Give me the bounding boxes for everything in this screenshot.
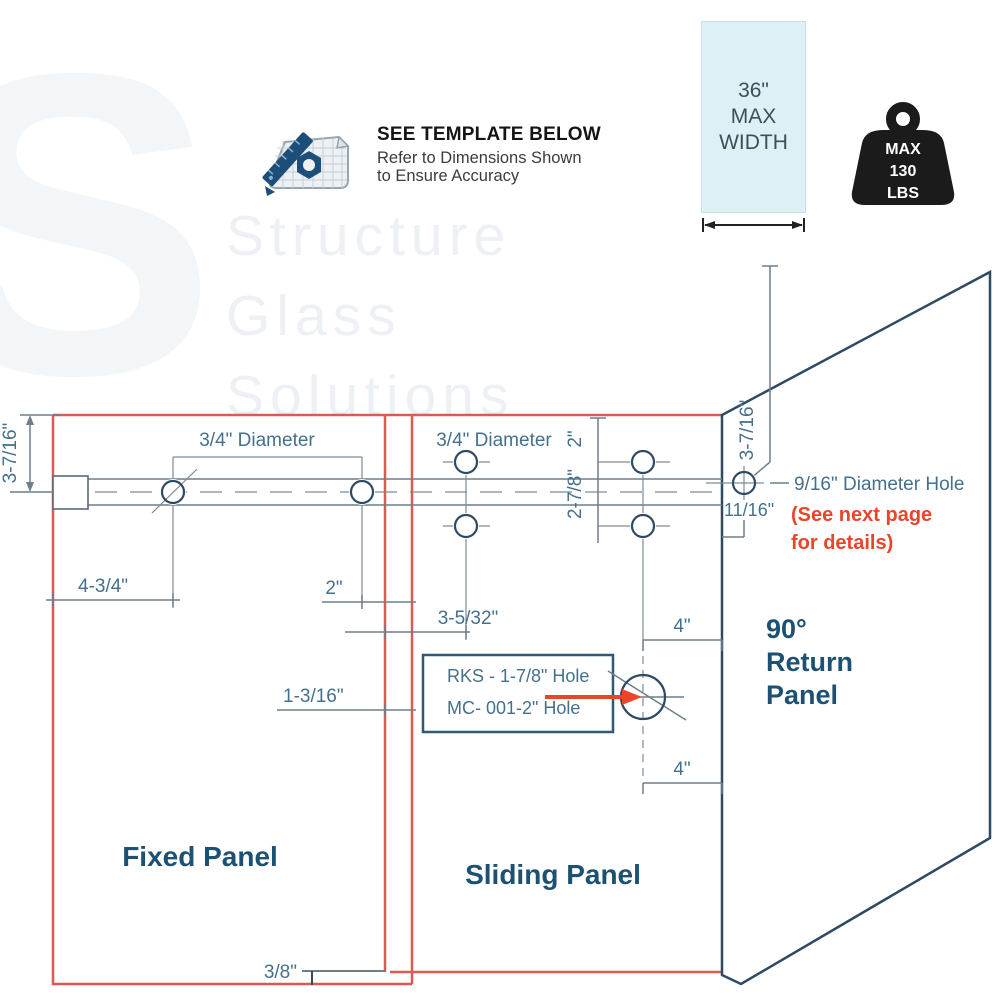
watermark-line1: Structure bbox=[226, 204, 512, 268]
sliding-hole-diameter-label: 3/4" Diameter bbox=[436, 430, 552, 451]
handle-hole-callout: RKS - 1-7/8" Hole MC- 001-2" Hole bbox=[421, 642, 687, 781]
dim-left-top-offset: 3-7/16" bbox=[0, 414, 60, 493]
pointer-arrow-icon bbox=[545, 689, 642, 705]
sliding-panel-outline bbox=[390, 415, 722, 984]
template-ruler-icon bbox=[262, 132, 350, 196]
dim-bottom-offset-label: 3/8" bbox=[264, 962, 297, 983]
dim-panel-overlap: 1-3/16" bbox=[277, 686, 416, 717]
fixed-panel-label: Fixed Panel bbox=[122, 841, 278, 872]
header: SEE TEMPLATE BELOW Refer to Dimensions S… bbox=[255, 108, 601, 200]
dim-left-top-offset-label: 3-7/16" bbox=[0, 423, 21, 484]
hole-marker bbox=[160, 479, 186, 505]
max-width-label1: MAX bbox=[730, 105, 777, 128]
return-hole-callout: 3-7/16" 9/16" Diameter Hole 11/16" (See … bbox=[706, 265, 964, 554]
dim-sliding-hole-spacing-label: 2-7/8" bbox=[565, 469, 586, 519]
sliding-hole-callout: 3/4" Diameter bbox=[436, 430, 670, 640]
hole-marker bbox=[453, 449, 479, 475]
dim-sliding-hole1-offset: 3-5/32" bbox=[345, 608, 498, 639]
hole-marker bbox=[630, 513, 656, 539]
dim-return-edge-offset-label: 11/16" bbox=[724, 500, 774, 520]
dim-sliding-hole1-offset-label: 3-5/32" bbox=[438, 608, 499, 629]
rail-end-bracket bbox=[52, 475, 89, 510]
return-panel-label-line3: Panel bbox=[766, 680, 838, 710]
handle-hole-box-line1: RKS - 1-7/8" Hole bbox=[447, 666, 589, 686]
return-panel-label-line1: 90° bbox=[766, 614, 807, 644]
max-width-value: 36" bbox=[738, 79, 769, 102]
fixed-hole-diameter-label: 3/4" Diameter bbox=[199, 430, 315, 451]
dim-handle-top-offset-label: 4" bbox=[673, 616, 690, 637]
company-watermark: Structure Glass Solutions bbox=[226, 196, 515, 436]
handle-hole-box bbox=[421, 653, 615, 734]
return-panel-label: 90° Return Panel bbox=[766, 614, 853, 710]
return-panel-outline bbox=[720, 269, 992, 986]
hole-marker bbox=[731, 470, 757, 496]
max-weight-line2: 130 bbox=[890, 163, 917, 180]
dim-sliding-vertical: 2" 2-7/8" bbox=[565, 417, 606, 543]
dim-fixed-hole1-offset: 4-3/4" bbox=[46, 576, 180, 607]
dim-handle-bottom-offset-label: 4" bbox=[673, 759, 690, 780]
dim-bottom-offset: 3/8" bbox=[264, 962, 386, 985]
handle-hole-box-line2: MC- 001-2" Hole bbox=[447, 698, 580, 718]
max-weight-line3: LBS bbox=[887, 185, 919, 202]
max-width-glass-swatch: 36" MAX WIDTH bbox=[701, 21, 806, 213]
return-hole-diameter-label: 9/16" Diameter Hole bbox=[794, 474, 964, 495]
see-next-page-note-line1: (See next page bbox=[791, 504, 932, 526]
dim-fixed-hole1-offset-label: 4-3/4" bbox=[78, 576, 128, 597]
fixed-hole-callout: 3/4" Diameter bbox=[151, 430, 375, 608]
max-weight-icon: MAX 130 LBS bbox=[851, 102, 955, 205]
dim-handle-top-offset: 4" bbox=[642, 616, 723, 651]
header-title: SEE TEMPLATE BELOW bbox=[377, 124, 601, 145]
see-next-page-note-line2: for details) bbox=[791, 532, 893, 554]
width-arrow-icon bbox=[702, 218, 805, 232]
return-panel-label-line2: Return bbox=[766, 647, 853, 677]
top-rail bbox=[52, 475, 722, 510]
header-subtitle-line2: to Ensure Accuracy bbox=[377, 167, 520, 185]
hole-marker bbox=[349, 479, 375, 505]
max-width-label2: WIDTH bbox=[719, 131, 788, 154]
max-weight-line1: MAX bbox=[885, 141, 921, 158]
hole-marker bbox=[453, 513, 479, 539]
dim-fixed-hole2-to-edge-label: 2" bbox=[325, 578, 342, 599]
header-subtitle: Refer to Dimensions Shown to Ensure Accu… bbox=[377, 149, 601, 185]
header-subtitle-line1: Refer to Dimensions Shown bbox=[377, 149, 582, 167]
watermark-line2: Glass bbox=[226, 284, 402, 348]
dim-fixed-hole2-to-edge: 2" bbox=[322, 578, 416, 609]
dim-sliding-top-offset-label: 2" bbox=[565, 430, 586, 447]
logo-watermark-s: S bbox=[0, 0, 217, 465]
dim-panel-overlap-label: 1-3/16" bbox=[283, 686, 344, 707]
dim-return-top-offset-label: 3-7/16" bbox=[737, 400, 758, 461]
watermark-line3: Solutions bbox=[226, 364, 515, 428]
sliding-panel-label: Sliding Panel bbox=[465, 859, 641, 890]
dim-handle-bottom-offset: 4" bbox=[642, 759, 723, 794]
hole-marker bbox=[630, 449, 656, 475]
